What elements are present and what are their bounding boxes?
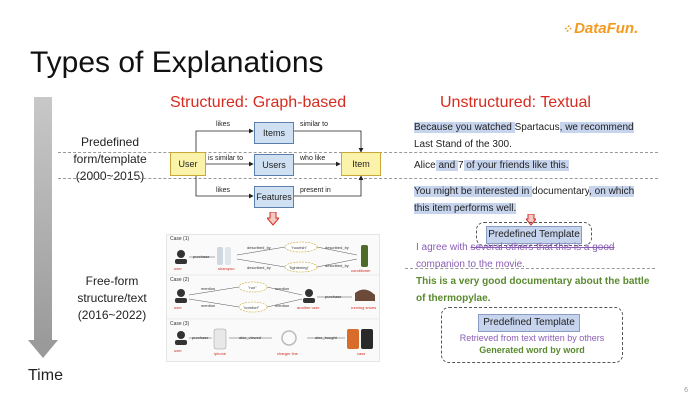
purple-text-part1: I agree with xyxy=(416,242,471,253)
template-box-1 xyxy=(476,222,592,246)
case1-user: user xyxy=(174,266,182,271)
logo-text: DataFun. xyxy=(574,20,639,37)
case3-also-bought: also_bought xyxy=(315,335,337,340)
edge-similar-to: similar to xyxy=(300,121,329,128)
case2-attr1: "run" xyxy=(248,285,257,290)
case1-described-by-3: described_by xyxy=(325,245,349,250)
separator-2 xyxy=(58,178,658,179)
text-row2: Alice and 7 of your friends like this. xyxy=(414,157,664,174)
case1-attr1: "nourish" xyxy=(291,245,307,250)
case2-label: Case (2) xyxy=(170,277,190,283)
case1-described-by-4: described_by xyxy=(325,263,349,268)
text-row3-part3: , on which xyxy=(589,186,635,197)
text-row2-part3: 7 xyxy=(457,160,464,171)
era-predefined: Predefined form/template (2000~2015) xyxy=(64,134,156,185)
node-features: Features xyxy=(254,186,294,208)
template-box-2 xyxy=(441,307,623,363)
retrieved-text: Retrieved from text written by others xyxy=(459,333,605,343)
text-row3: You might be interested in documentary, … xyxy=(414,183,664,217)
case-figure: Case (1) xyxy=(166,234,380,362)
time-label: Time xyxy=(28,367,63,384)
template-label-2: Predefined Template xyxy=(478,314,580,332)
generated-text: Generated word by word xyxy=(479,345,585,355)
node-users: Users xyxy=(254,154,294,176)
text-row3-part4: this item performs well. xyxy=(414,203,517,214)
purple-text: I agree with several others that this is… xyxy=(416,239,666,273)
case3-item3: case xyxy=(357,351,366,356)
case1-item2: conditioner xyxy=(351,268,371,273)
case3-purchase: purchase xyxy=(192,335,209,340)
text-row2-part1: Alice xyxy=(414,160,436,171)
edge-who-like: who like xyxy=(300,155,326,162)
node-item: Item xyxy=(341,152,381,176)
text-row1-part2: Spartacus xyxy=(514,122,560,133)
text-row2-part2: and xyxy=(435,160,458,171)
case2-attr2: "comfort" xyxy=(243,305,260,310)
edge-present-in: present in xyxy=(300,187,331,194)
era-freeform-line3: (2016~2022) xyxy=(77,308,147,322)
edge-likes-bottom: likes xyxy=(216,187,231,194)
text-row1-part4: Last Stand of the 300. xyxy=(414,139,512,150)
datafun-logo: ⁘DataFun. xyxy=(562,20,638,37)
timeline-arrow-icon xyxy=(28,340,58,358)
era-freeform-line1: Free-form xyxy=(85,274,139,288)
green-text-line1: This is a very good documentary about th… xyxy=(416,276,650,287)
case1-purchase: purchase xyxy=(193,254,210,259)
timeline-bar xyxy=(34,97,52,345)
case1-item1: shampoo xyxy=(218,266,235,271)
case3-user: user xyxy=(174,348,182,353)
green-text: This is a very good documentary about th… xyxy=(416,273,676,307)
edge-is-similar-to: is similar to xyxy=(208,155,244,162)
down-arrow-icon xyxy=(267,212,279,226)
logo-dots-icon: ⁘ xyxy=(562,22,573,36)
case1-attr2: "lightening" xyxy=(289,265,309,270)
case2-other-user: another user xyxy=(297,305,320,310)
case2-mention-3: mention xyxy=(275,286,290,291)
green-text-line2: of thermopylae. xyxy=(416,293,491,304)
slide-title: Types of Explanations xyxy=(30,46,324,79)
unstructured-heading: Unstructured: Textual xyxy=(440,94,591,111)
structured-heading: Structured: Graph-based xyxy=(170,94,347,111)
case2-item: running shoes xyxy=(351,305,377,310)
case1-described-by-1: described_by xyxy=(247,245,271,250)
case3-label: Case (3) xyxy=(170,321,190,327)
node-items: Items xyxy=(254,122,294,144)
case1-label: Case (1) xyxy=(170,236,190,242)
text-row3-part2: documentary xyxy=(532,186,590,197)
edge-likes-top: likes xyxy=(216,121,231,128)
text-row1-part1: Because you watched xyxy=(414,122,515,133)
case-links xyxy=(167,241,379,350)
case3-also-viewed: also_viewed xyxy=(239,335,262,340)
text-row2-part4: of your friends like this. xyxy=(463,160,569,171)
case2-purchase: purchase xyxy=(325,294,342,299)
separator-3 xyxy=(405,268,655,269)
text-row1-part3: , we recommend xyxy=(559,122,634,133)
era-predefined-line3: (2000~2015) xyxy=(75,169,145,183)
node-user: User xyxy=(170,152,206,176)
case2-mention-2: mention xyxy=(201,303,216,308)
graph-edges xyxy=(195,128,364,199)
era-predefined-line2: form/template xyxy=(73,152,147,166)
era-freeform-line2: structure/text xyxy=(77,291,147,305)
case2-user: user xyxy=(174,305,182,310)
case1-described-by-2: described_by xyxy=(247,265,271,270)
text-row3-part1: You might be interested in xyxy=(414,186,533,197)
purple-text-part2: several others that this is a good xyxy=(470,242,615,253)
purple-text-part3: companion to the movie. xyxy=(416,259,525,270)
page-number: 6 xyxy=(684,387,688,394)
case2-mention-1: mention xyxy=(201,286,216,291)
case2-mention-4: mention xyxy=(275,303,290,308)
era-predefined-line1: Predefined xyxy=(80,135,140,149)
case3-item1: iphone xyxy=(214,351,227,356)
template-label-1: Predefined Template xyxy=(486,226,582,244)
era-freeform: Free-form structure/text (2016~2022) xyxy=(64,273,160,324)
case3-item2: charger line xyxy=(277,351,298,356)
text-row1: Because you watched Spartacus, we recomm… xyxy=(414,119,664,153)
